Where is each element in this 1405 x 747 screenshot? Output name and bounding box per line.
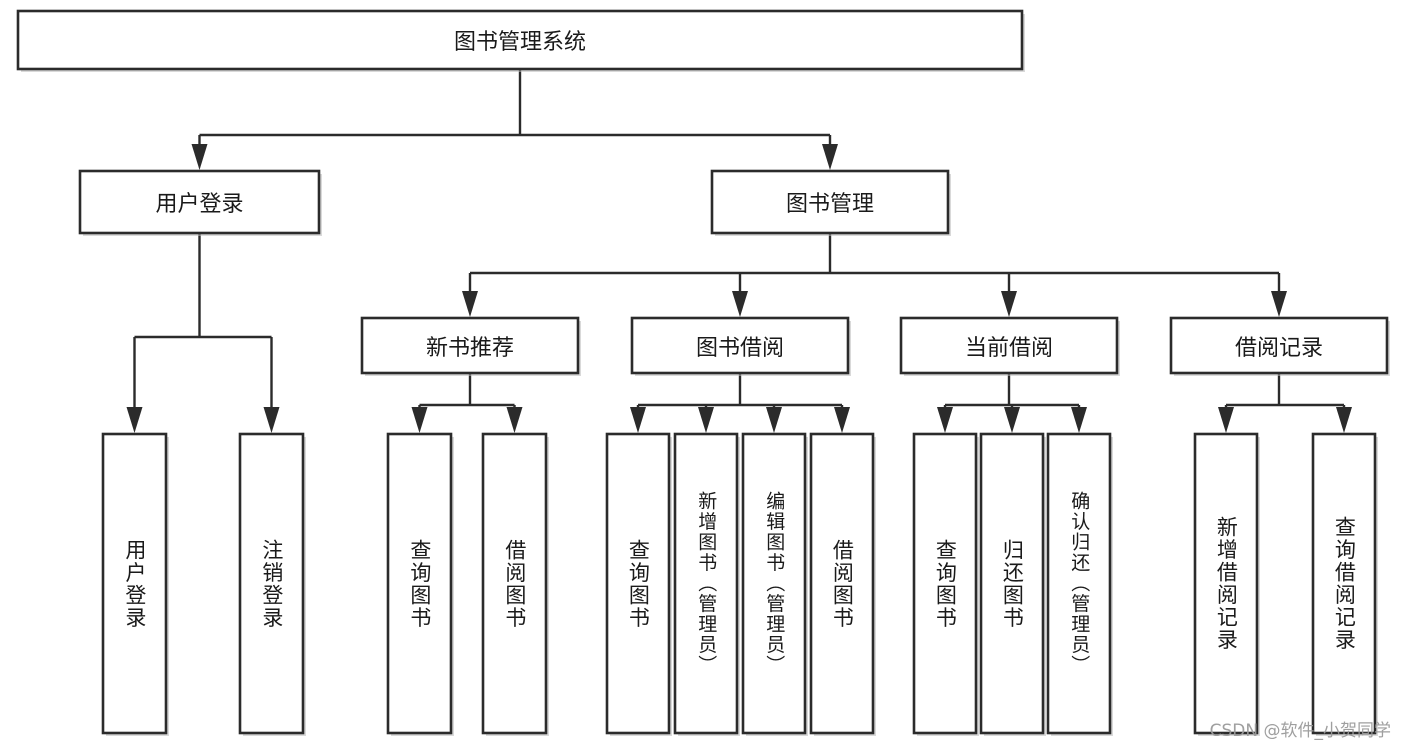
node-leaf-borrow-book-2[interactable] bbox=[809, 432, 876, 736]
node-rect[interactable] bbox=[1046, 432, 1112, 735]
edge-arrowhead bbox=[263, 407, 280, 433]
nodes-layer bbox=[16, 9, 1390, 736]
edges-layer bbox=[126, 69, 1352, 433]
node-book-borrow[interactable] bbox=[630, 316, 851, 376]
node-rect[interactable] bbox=[605, 432, 671, 735]
node-rect[interactable] bbox=[78, 169, 321, 235]
node-new-book-rec[interactable] bbox=[360, 316, 581, 376]
node-borrow-record[interactable] bbox=[1169, 316, 1390, 376]
node-leaf-add-book[interactable] bbox=[673, 432, 740, 736]
node-rect[interactable] bbox=[710, 169, 950, 235]
node-leaf-borrow-book-1[interactable] bbox=[481, 432, 549, 736]
edge-arrowhead bbox=[630, 407, 646, 433]
edge-arrowhead bbox=[822, 144, 838, 170]
node-leaf-edit-book[interactable] bbox=[741, 432, 808, 736]
node-leaf-add-record[interactable] bbox=[1193, 432, 1260, 736]
node-rect[interactable] bbox=[360, 316, 580, 375]
edge-arrowhead bbox=[1004, 407, 1020, 433]
node-rect[interactable] bbox=[809, 432, 875, 735]
node-leaf-confirm-return[interactable] bbox=[1046, 432, 1113, 736]
edge-arrowhead bbox=[191, 144, 208, 170]
node-leaf-return-book[interactable] bbox=[979, 432, 1046, 736]
node-rect[interactable] bbox=[101, 432, 168, 735]
node-leaf-query-book-1[interactable] bbox=[386, 432, 454, 736]
edge-arrowhead bbox=[1001, 291, 1017, 317]
edge-arrowhead bbox=[126, 407, 143, 433]
edge-arrowhead bbox=[411, 407, 428, 433]
node-leaf-logout[interactable] bbox=[238, 432, 306, 736]
node-rect[interactable] bbox=[979, 432, 1045, 735]
node-rect[interactable] bbox=[741, 432, 807, 735]
node-rect[interactable] bbox=[1311, 432, 1377, 735]
edge-arrowhead bbox=[1218, 407, 1234, 433]
node-rect[interactable] bbox=[1193, 432, 1259, 735]
edge-arrowhead bbox=[698, 407, 714, 433]
edge-arrowhead bbox=[462, 291, 478, 317]
edge-arrowhead bbox=[937, 407, 953, 433]
node-book-mgmt[interactable] bbox=[710, 169, 951, 236]
node-rect[interactable] bbox=[673, 432, 739, 735]
edge-arrowhead bbox=[1336, 407, 1352, 433]
node-user-login[interactable] bbox=[78, 169, 322, 236]
edge-arrowhead bbox=[766, 407, 782, 433]
node-rect[interactable] bbox=[899, 316, 1119, 375]
node-current-borrow[interactable] bbox=[899, 316, 1120, 376]
edge-arrowhead bbox=[732, 291, 748, 317]
node-leaf-query-book-2[interactable] bbox=[605, 432, 672, 736]
node-rect[interactable] bbox=[630, 316, 850, 375]
edge-arrowhead bbox=[506, 407, 523, 433]
node-leaf-user-login[interactable] bbox=[101, 432, 169, 736]
node-root[interactable] bbox=[16, 9, 1025, 72]
edge-arrowhead bbox=[1271, 291, 1287, 317]
edge-arrowhead bbox=[834, 407, 850, 433]
node-rect[interactable] bbox=[16, 9, 1024, 71]
node-rect[interactable] bbox=[386, 432, 453, 735]
node-leaf-query-record[interactable] bbox=[1311, 432, 1378, 736]
node-rect[interactable] bbox=[912, 432, 978, 735]
node-rect[interactable] bbox=[238, 432, 305, 735]
node-leaf-query-book-3[interactable] bbox=[912, 432, 979, 736]
watermark-text: CSDN @软件_小贺同学 bbox=[1209, 721, 1391, 741]
node-rect[interactable] bbox=[1169, 316, 1389, 375]
edge-arrowhead bbox=[1071, 407, 1087, 433]
node-rect[interactable] bbox=[481, 432, 548, 735]
